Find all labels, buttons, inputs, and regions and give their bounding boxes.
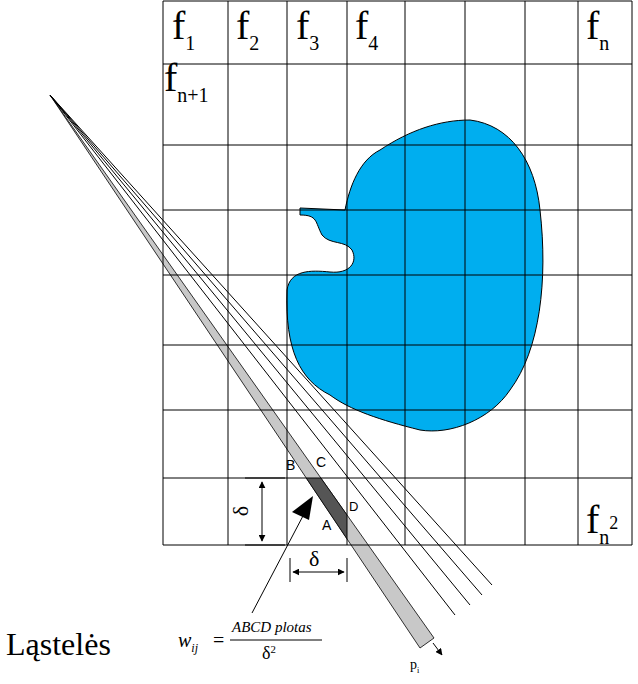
corner-label: C (316, 455, 326, 469)
rays (50, 95, 492, 615)
projection-label: pi (410, 658, 419, 672)
text-part: f (236, 3, 249, 48)
pixel-label: fn+1 (164, 58, 209, 98)
text-part: C (316, 454, 326, 470)
text-part: n (599, 526, 609, 548)
dimension-label: δ (230, 506, 252, 516)
text-part: = (213, 629, 224, 651)
cell-overlap (287, 478, 347, 545)
weight-symbol: wij (178, 630, 198, 650)
pixel-grid (163, 1, 632, 545)
text-part: f (586, 3, 599, 48)
text-part: f (586, 497, 599, 542)
beam-band (50, 95, 434, 648)
text-part: f (296, 3, 309, 48)
text-part: n (599, 32, 609, 54)
text-part: n+1 (177, 84, 208, 106)
corner-label: D (349, 500, 358, 513)
text-part: 4 (368, 32, 378, 54)
text-part: δ (228, 506, 253, 516)
fraction-denominator: δ2 (262, 644, 276, 662)
pixel-label: f1 (172, 6, 195, 46)
text-part: 2 (270, 643, 275, 655)
pixel-label: f3 (296, 6, 319, 46)
dimension-label: δ (309, 548, 319, 570)
text-part: 2 (609, 513, 618, 533)
corner-label: A (322, 518, 331, 532)
text-part: ABCD plotas (232, 619, 312, 635)
pointer-arrowhead (292, 496, 313, 520)
text-part: B (286, 457, 295, 473)
text-part: f (355, 3, 368, 48)
text-part: ij (191, 641, 198, 655)
text-part: f (172, 3, 185, 48)
text-part: D (349, 499, 358, 514)
text-part: w (178, 629, 191, 651)
text-part: p (410, 657, 417, 672)
text-part: 1 (185, 32, 195, 54)
equals-sign: = (213, 630, 224, 650)
projection-arrow (433, 643, 442, 655)
pixel-label: f4 (355, 6, 378, 46)
pixel-label: fn (586, 6, 609, 46)
fraction-bar (230, 640, 322, 641)
corner-label: B (286, 458, 295, 472)
pixel-label: f2 (236, 6, 259, 46)
text-part: δ (309, 546, 319, 571)
fraction-numerator: ABCD plotas (232, 620, 312, 635)
text-part: 2 (249, 32, 259, 54)
leader-line (252, 514, 304, 613)
text-part: f (164, 55, 177, 100)
pixel-label: fn2 (586, 500, 618, 540)
text-part: Ląstelės (6, 626, 111, 662)
text-part: i (417, 666, 419, 675)
caption-word: Ląstelės (6, 628, 111, 660)
text-part: δ (262, 643, 270, 663)
text-part: A (322, 517, 331, 533)
text-part: 3 (309, 32, 319, 54)
